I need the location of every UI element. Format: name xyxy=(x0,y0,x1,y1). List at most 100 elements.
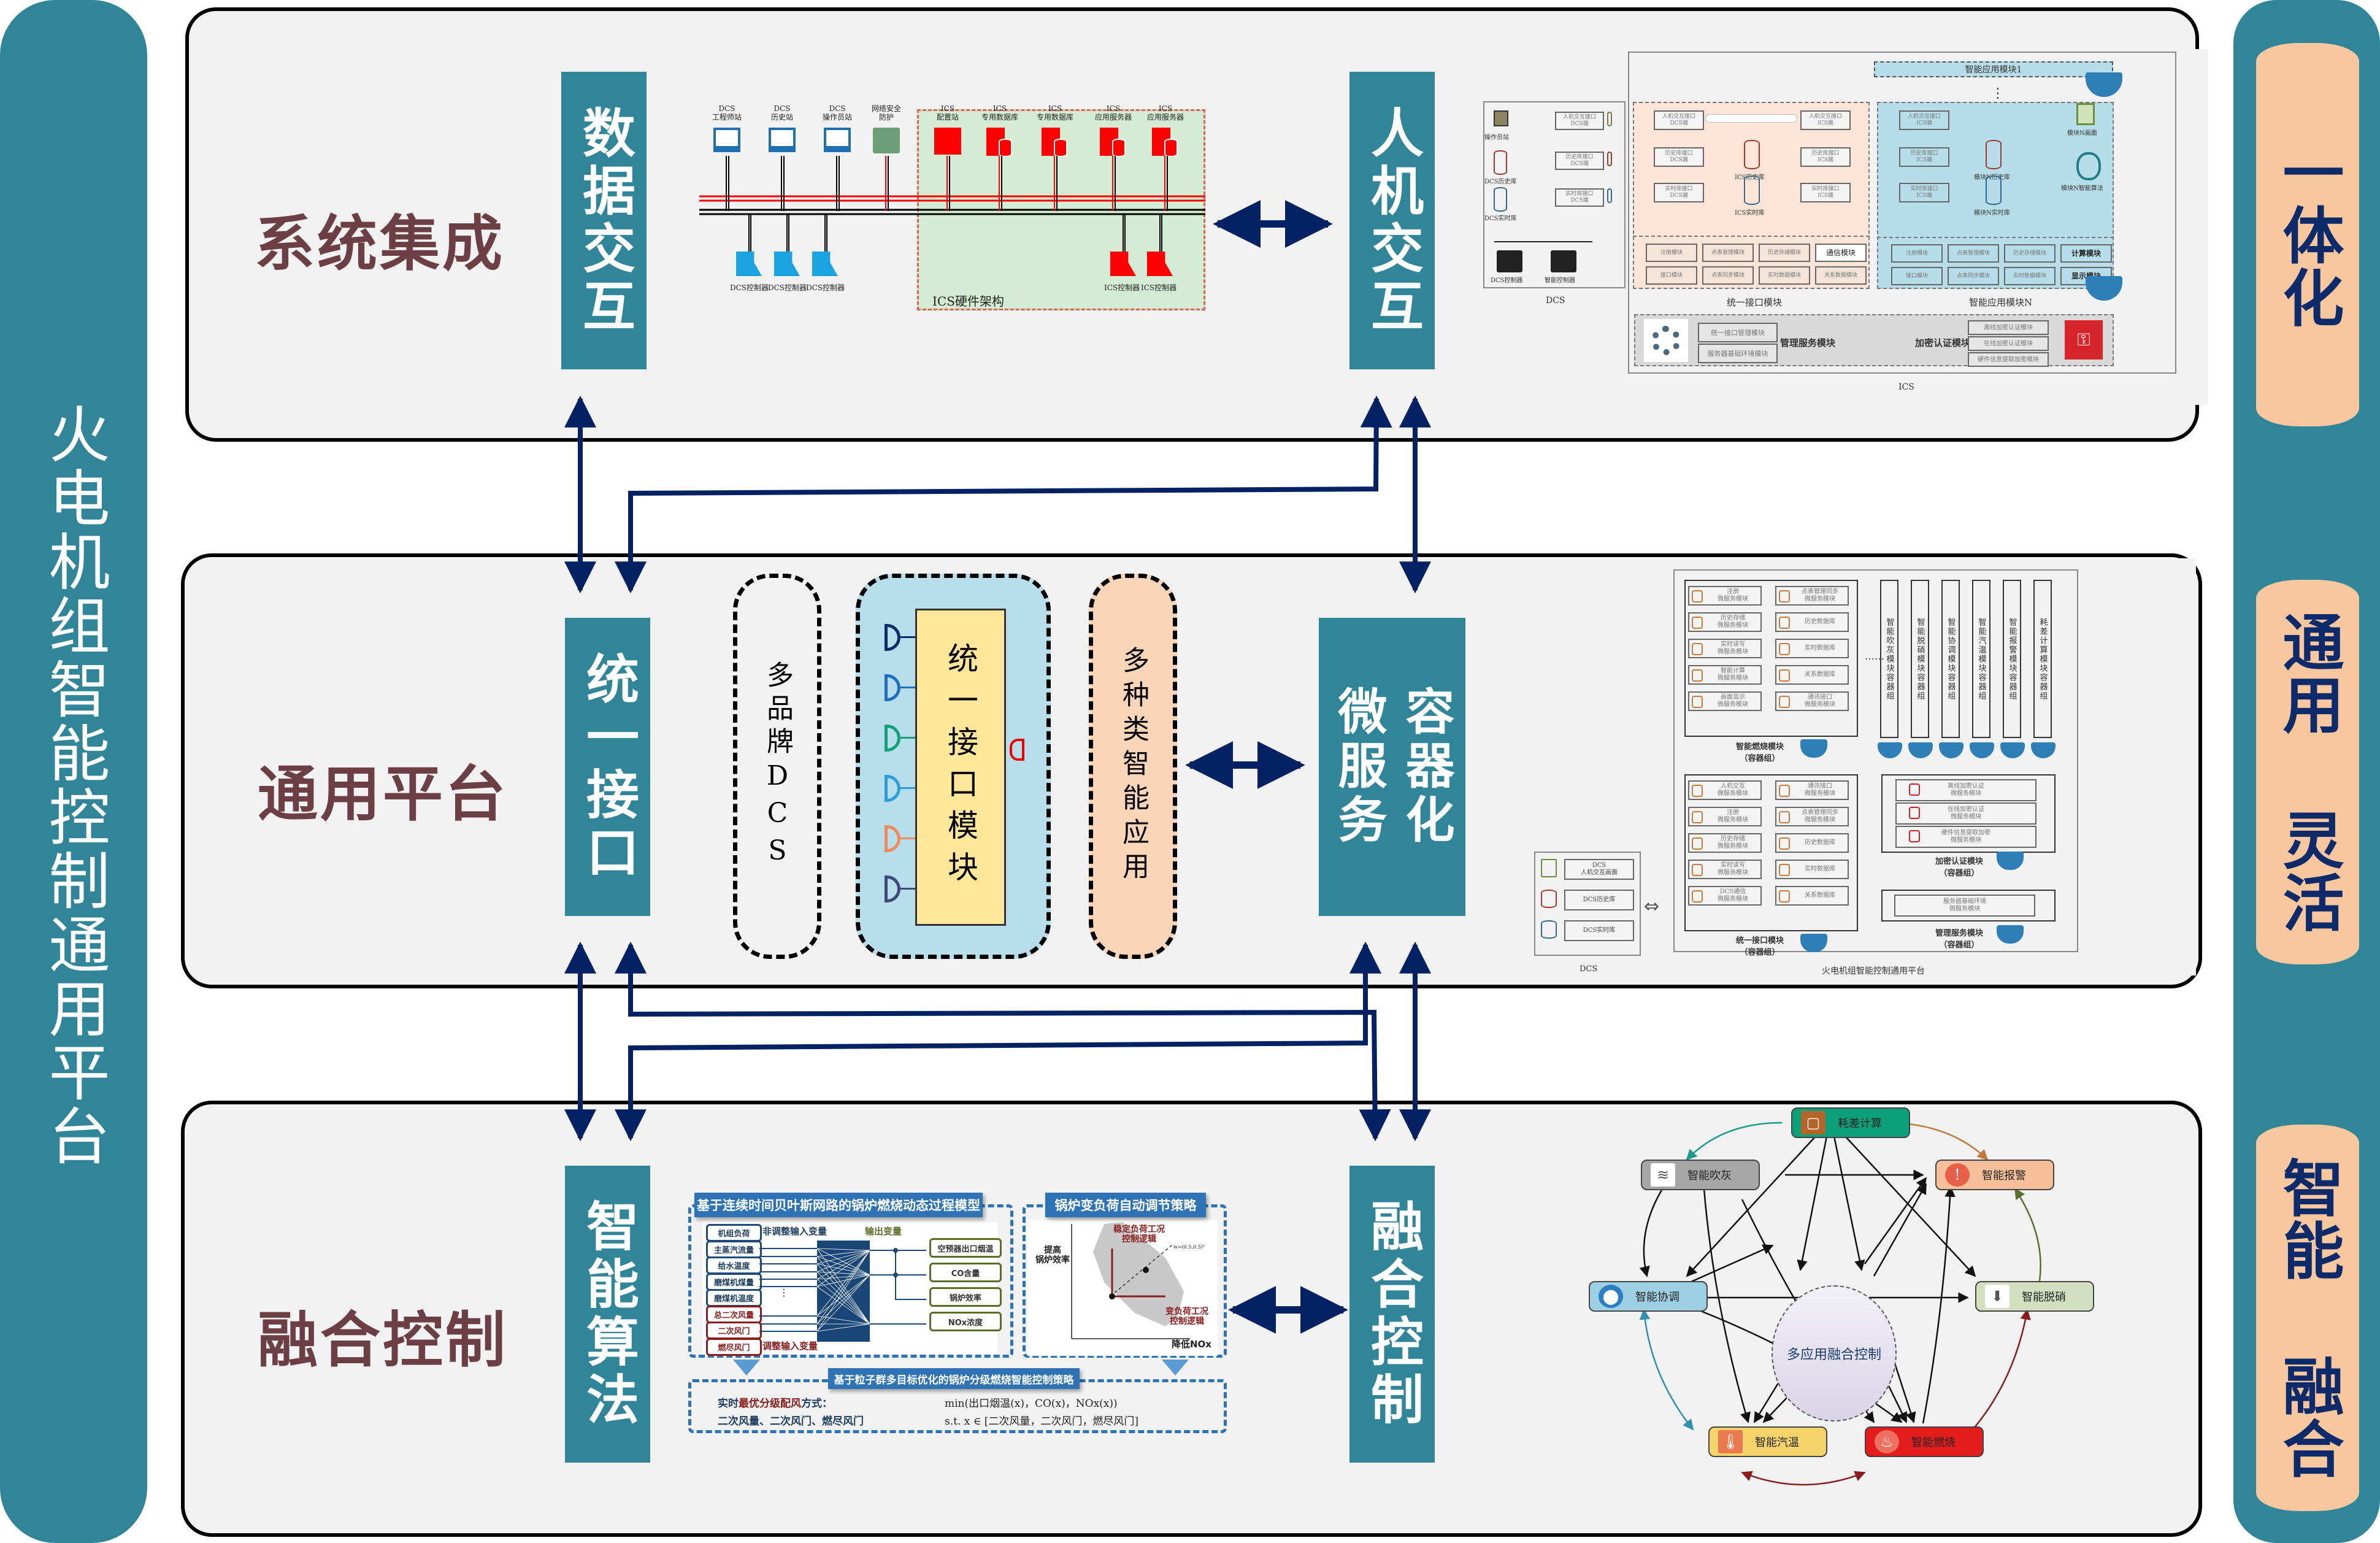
pareto-region xyxy=(1093,1222,1184,1326)
socket-stem xyxy=(900,636,915,638)
fusion-link xyxy=(1639,1309,1694,1431)
database-icon xyxy=(1541,920,1557,939)
multi-brand-dcs-label: 多品牌DCS xyxy=(762,660,793,872)
junction-dot xyxy=(893,1248,898,1253)
dcs-item-label: DCS实时库 xyxy=(1484,215,1517,222)
database-icon xyxy=(1164,139,1178,157)
database-icon xyxy=(1744,140,1760,169)
controller-label: DCS控制器 xyxy=(806,283,845,292)
docker-icon xyxy=(1800,739,1827,758)
socket-stem xyxy=(900,888,915,890)
database-icon xyxy=(1744,175,1760,205)
module-box: 点表同步模块 xyxy=(1948,267,1999,285)
module-box: 关系数据模块 xyxy=(1815,266,1867,285)
fusion-center: 多应用融合控制 xyxy=(1772,1285,1897,1422)
fusion-node[interactable]: ⬤智能协调 xyxy=(1589,1281,1708,1312)
microservice-item: 注册微服务模块 xyxy=(1688,586,1762,606)
mgmt-item: 服务器基础环境模块 xyxy=(1698,344,1778,363)
fusion-node[interactable]: ≋智能吹灰 xyxy=(1641,1160,1760,1190)
monitor-icon xyxy=(1541,859,1557,877)
fusion-link xyxy=(1891,1355,1916,1423)
pso-line2: 二次风量、二次风门、燃尽风门 xyxy=(718,1415,864,1428)
network-edge xyxy=(816,1256,870,1276)
feature-general-flexible: 通用 灵活 xyxy=(2256,580,2359,964)
service-icon xyxy=(1779,811,1790,823)
bus-drop xyxy=(1123,215,1126,252)
container-group: 耗差计算模块容器组 xyxy=(2033,580,2052,738)
fusion-link xyxy=(1962,1309,2031,1441)
output-link xyxy=(895,1250,926,1300)
box-hmi-interaction[interactable]: 人机交互 xyxy=(1349,72,1435,369)
container-group: 智能报警模块容器组 xyxy=(2003,580,2021,738)
service-icon xyxy=(1779,890,1790,902)
network-edge xyxy=(816,1250,870,1272)
gear-wrench-icon xyxy=(1644,319,1688,362)
database-icon xyxy=(1054,139,1067,157)
microservice-item: 点表管理同步微服务模块 xyxy=(1775,807,1849,826)
crypto-label: 加密认证模块 xyxy=(1915,337,1971,348)
controller-label: DCS控制器 xyxy=(768,283,807,292)
fusion-node[interactable]: 🌡智能汽温 xyxy=(1708,1426,1827,1457)
network-edge xyxy=(816,1250,870,1257)
laptop-icon xyxy=(824,128,851,152)
fusion-node[interactable]: !智能报警 xyxy=(1935,1160,2054,1190)
fusion-node[interactable]: ♨智能燃烧 xyxy=(1865,1426,1984,1457)
platform-outer-box xyxy=(1673,569,2078,952)
down-arrow-icon xyxy=(733,1360,760,1376)
module-box: 计算模块 xyxy=(2060,244,2112,263)
security-shield-icon xyxy=(873,128,900,153)
network-edge xyxy=(816,1256,870,1325)
microservice-item: 点表管理同步微服务模块 xyxy=(1775,586,1849,606)
module-box: 历史存储模块 xyxy=(2004,244,2056,263)
box-intelligent-algorithm[interactable]: 智能算法 xyxy=(565,1166,650,1463)
fusion-link xyxy=(1689,1244,1774,1283)
container-group: 智能协调模块容器组 xyxy=(1941,580,1960,738)
target-label: 模块N画面 xyxy=(2067,130,2097,137)
bidirectional-arrow-icon: ⇔ xyxy=(1644,896,1660,917)
x-axis-label: 降低NOx xyxy=(1172,1339,1211,1350)
module-box: 通信模块 xyxy=(1815,244,1867,262)
fusion-node[interactable]: ⬇智能脱硝 xyxy=(1975,1281,2094,1312)
container-group: 智能吹灰模块容器组 xyxy=(1880,580,1898,738)
db-label: 模块N实时库 xyxy=(1974,210,2010,217)
microservice-item: 通讯接口微服务模块 xyxy=(1775,691,1849,711)
crypto-microservice: 硬件信息提取加密微服务模块 xyxy=(1895,826,2036,848)
platform-architecture-figure: 注册微服务模块点表管理同步微服务模块历史存储微服务模块历史数据库实时读写微服务模… xyxy=(1527,558,2196,976)
box-microservice-container[interactable]: 微服务 容器化 xyxy=(1319,618,1465,916)
input-variable: 燃尽风门 xyxy=(706,1337,762,1356)
socket-stem xyxy=(900,737,915,739)
box-unified-interface[interactable]: 统一接口 xyxy=(565,618,650,916)
socket-icon xyxy=(885,674,900,701)
down-arrow-icon xyxy=(1162,1360,1189,1376)
input-variable: 总二次风量 xyxy=(706,1305,762,1323)
network-edge xyxy=(816,1274,870,1280)
group-caption: 管理服务模块（容器组） xyxy=(1935,929,1984,950)
platform-title: 火电机组智能控制通用平台 xyxy=(38,402,110,1168)
plug-icon xyxy=(1607,188,1612,203)
bus-drop xyxy=(1164,156,1168,211)
box-data-interaction[interactable]: 数据交互 xyxy=(561,72,647,369)
y-axis-label: 提高锅炉效率 xyxy=(1035,1245,1070,1265)
network-edge xyxy=(816,1274,870,1317)
fusion-link xyxy=(1741,1471,1866,1486)
socket-icon xyxy=(885,875,900,902)
nox-filter-icon: ⬇ xyxy=(1985,1285,2010,1308)
fusion-node[interactable]: ▢耗差计算 xyxy=(1791,1107,1910,1138)
network-edge xyxy=(816,1271,870,1276)
bus-drop xyxy=(885,156,889,211)
feature-intelligent-fusion: 智能 融合 xyxy=(2256,1125,2359,1511)
network-edge xyxy=(816,1263,870,1325)
varying-logic-label: 变负荷工况控制逻辑 xyxy=(1165,1307,1208,1326)
bus-drop xyxy=(999,156,1002,211)
controller-label: DCS控制器 xyxy=(1491,277,1523,284)
box-fusion-control[interactable]: 融合控制 xyxy=(1349,1166,1435,1463)
controller-label: ICS控制器 xyxy=(1104,283,1140,292)
feature-integrated: 一体化 xyxy=(2256,43,2359,426)
